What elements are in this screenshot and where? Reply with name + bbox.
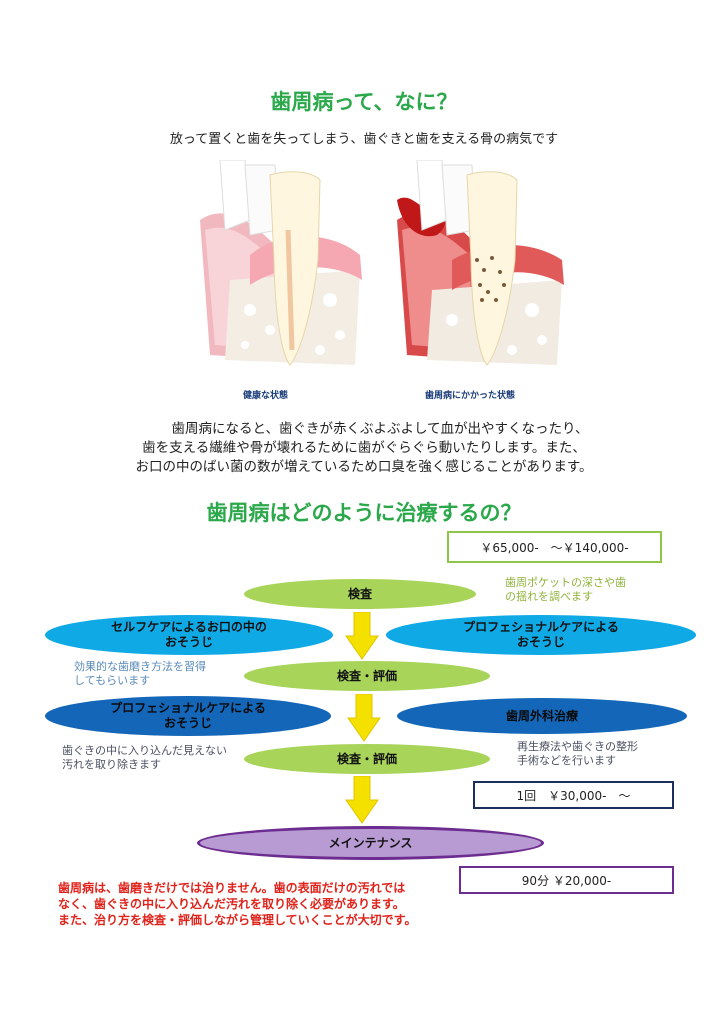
pro-care-1-line-1: プロフェショナルケアによる — [463, 620, 619, 634]
exam-note-line-2: の揺れを調べます — [505, 590, 593, 603]
explanation-line-2: 歯を支える繊維や骨が壊れるために歯がぐらぐら動いたりします。また、 — [142, 440, 586, 456]
explanation-line-1: 歯周病になると、歯ぐきが赤くぶよぶよして血が出やすくなったり、 — [171, 421, 589, 437]
page-subtitle: 放って置くと歯を失ってしまう、歯ぐきと歯を支える骨の病気です — [169, 132, 559, 147]
flow-arrow-2 — [347, 694, 381, 742]
self-care-line-1: セルフケアによるお口の中の — [111, 620, 267, 634]
surgery-note-line-1: 再生療法や歯ぐきの整形 — [517, 740, 638, 753]
flow-arrow-1 — [345, 612, 379, 660]
healthy-caption: 健康な状態 — [243, 391, 289, 401]
pro-care-2-line-2: おそうじ — [163, 716, 212, 730]
surgery-step: 歯周外科治療 — [397, 698, 687, 734]
pro-care-step-2: プロフェショナルケアによる おそうじ — [45, 696, 331, 736]
exam-note-line-1: 歯周ポケットの深さや歯 — [505, 576, 626, 589]
footer-line-1: 歯周病は、歯磨きだけでは治りません。歯の表面だけの汚れでは — [58, 881, 406, 895]
price-total-box: ￥65,000- ～￥140,000- — [447, 531, 662, 563]
treatment-title: 歯周病はどのように治療するの？ — [206, 501, 522, 525]
evaluation-step-1: 検査・評価 — [244, 661, 490, 691]
pro-care-2-line-1: プロフェショナルケアによる — [110, 701, 266, 715]
footer-line-3: また、治り方を検査・評価しながら管理していくことが大切です。 — [58, 913, 417, 927]
self-care-note-line-1: 効果的な歯磨き方法を習得 — [74, 660, 206, 673]
exam-note: 歯周ポケットの深さや歯 の揺れを調べます — [505, 576, 626, 604]
surgery-note-line-2: 手術などを行います — [517, 754, 616, 767]
disease-caption: 歯周病にかかった状態 — [425, 391, 516, 401]
evaluation-step-2: 検査・評価 — [244, 744, 490, 774]
flow-arrow-3 — [345, 776, 379, 824]
pro-care-1-line-2: おそうじ — [516, 635, 565, 649]
pro-care-note-line-1: 歯ぐきの中に入り込んだ見えない — [62, 744, 227, 757]
self-care-step: セルフケアによるお口の中の おそうじ — [45, 615, 333, 655]
exam-step: 検査 — [244, 579, 476, 609]
self-care-note: 効果的な歯磨き方法を習得 してもらいます — [74, 660, 206, 688]
periodontal-disease-illustration — [397, 160, 564, 366]
self-care-note-line-2: してもらいます — [74, 674, 151, 687]
healthy-tooth-illustration — [200, 160, 362, 366]
maintenance-price-box: 90分 ￥20,000- — [459, 866, 674, 894]
pro-care-step-1: プロフェショナルケアによる おそうじ — [386, 615, 696, 655]
surgery-price-box: 1回 ￥30,000- ～ — [473, 781, 674, 809]
footer-line-2: なく、歯ぐきの中に入り込んだ汚れを取り除く必要があります。 — [58, 897, 405, 911]
page-title: 歯周病って、なに？ — [270, 90, 458, 114]
explanation-line-3: お口の中のばい菌の数が増えているため口臭を強く感じることがあります。 — [135, 459, 593, 475]
surgery-note: 再生療法や歯ぐきの整形 手術などを行います — [517, 740, 638, 768]
self-care-line-2: おそうじ — [164, 635, 213, 649]
pro-care-note-line-2: 汚れを取り除きます — [62, 758, 161, 771]
pro-care-note: 歯ぐきの中に入り込んだ見えない 汚れを取り除きます — [62, 744, 227, 772]
maintenance-step: メインテナンス — [197, 826, 544, 860]
